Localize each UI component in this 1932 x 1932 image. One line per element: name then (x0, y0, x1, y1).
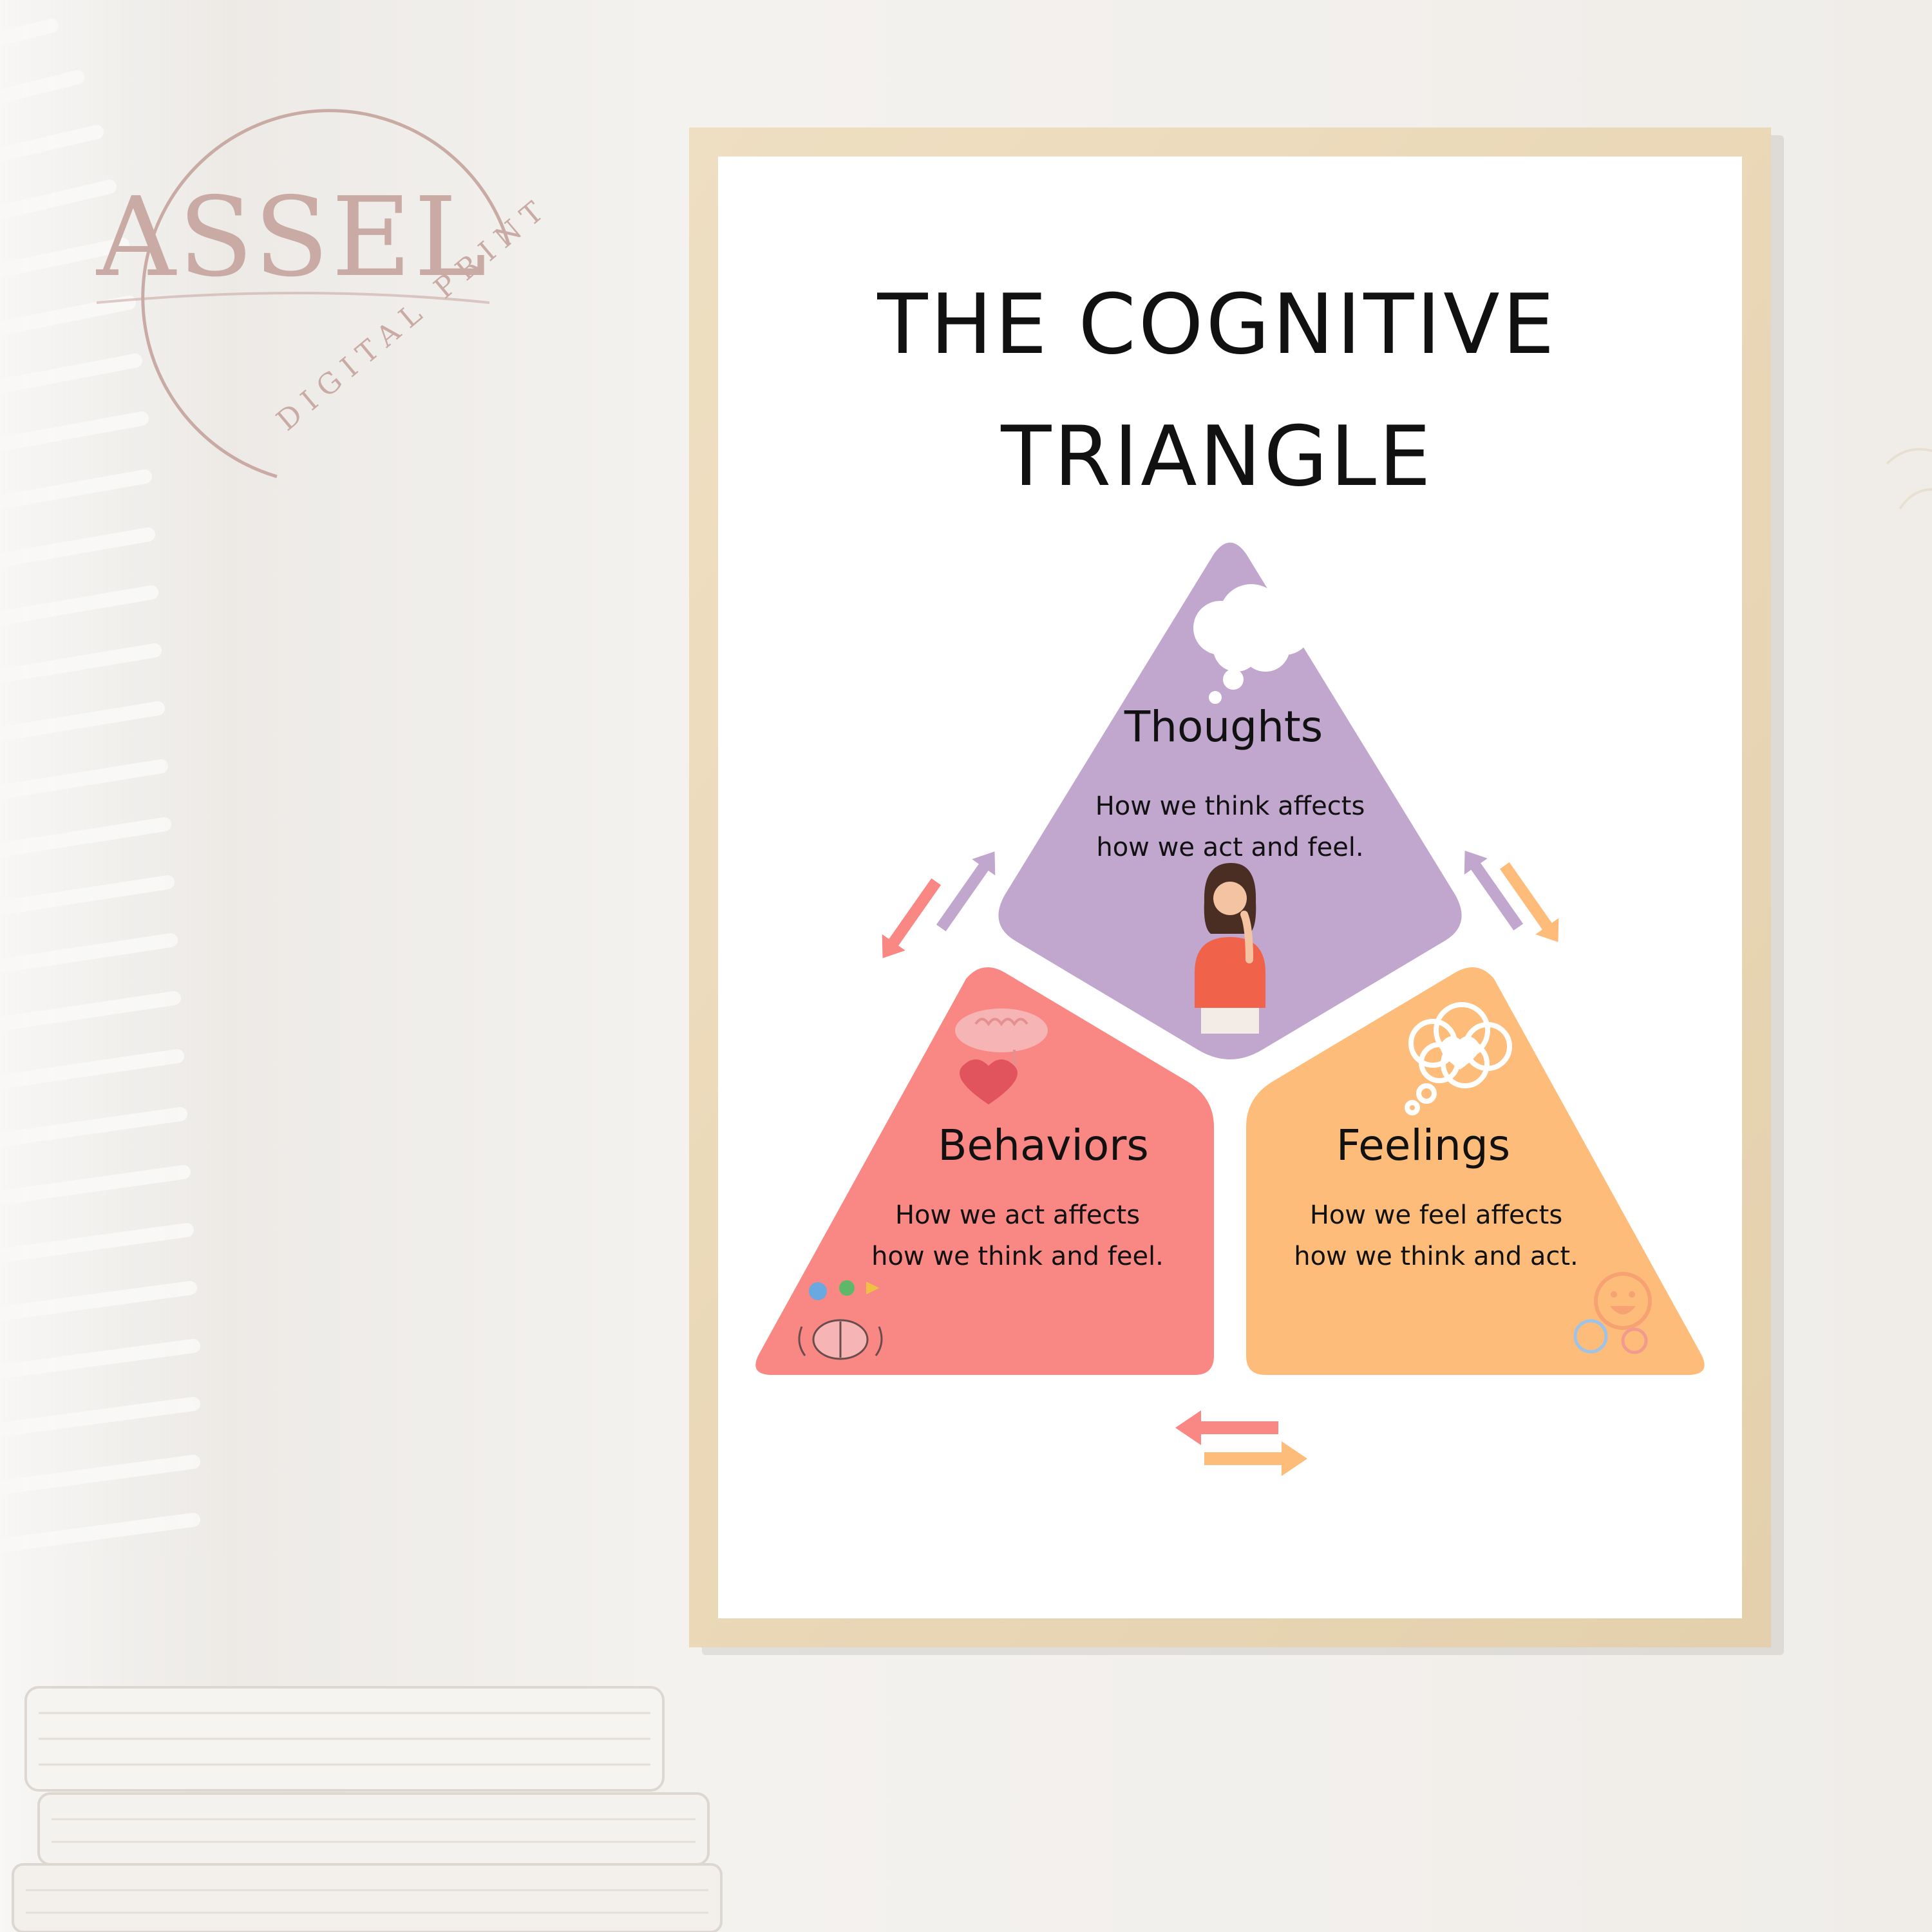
logo-wordmark: ASSEL (97, 174, 489, 301)
book-stack (12, 1686, 723, 1932)
feelings-description: How we feel affects how we think and act… (1294, 1200, 1578, 1271)
thought-cloud-icon (1193, 584, 1312, 704)
feelings-segment (1246, 967, 1705, 1375)
behaviors-description: How we act affects how we think and feel… (871, 1200, 1164, 1271)
behaviors-title: Behaviors (938, 1121, 1149, 1170)
arrow-behaviors-feelings (1175, 1410, 1307, 1476)
logo-circle (141, 109, 511, 478)
poster-title-line-1: THE COGNITIVE (877, 277, 1557, 373)
thoughts-title: Thoughts (1124, 702, 1323, 752)
smiley-faces-icon (1573, 1272, 1652, 1354)
poster-title-line-2: TRIANGLE (1001, 409, 1434, 505)
cognitive-triangle-diagram (755, 542, 1705, 1375)
behaviors-segment (755, 967, 1214, 1375)
thoughts-description: How we think affects how we act and feel… (1095, 791, 1365, 862)
brain-heart-icon (955, 1009, 1048, 1104)
thinking-woman-icon (1195, 863, 1265, 1034)
logo-swash (96, 292, 490, 304)
plant-stem (1886, 448, 1932, 510)
thoughts-segment (998, 542, 1462, 1059)
logo-watermark (96, 109, 511, 478)
window-blind-light (0, 0, 232, 1932)
feelings-title: Feelings (1336, 1121, 1511, 1170)
brain-gears-icon (798, 1280, 883, 1360)
arrow-thoughts-behaviors (882, 851, 996, 958)
arrow-thoughts-feelings (1464, 850, 1559, 942)
heart-bubble-icon (1405, 1002, 1512, 1115)
